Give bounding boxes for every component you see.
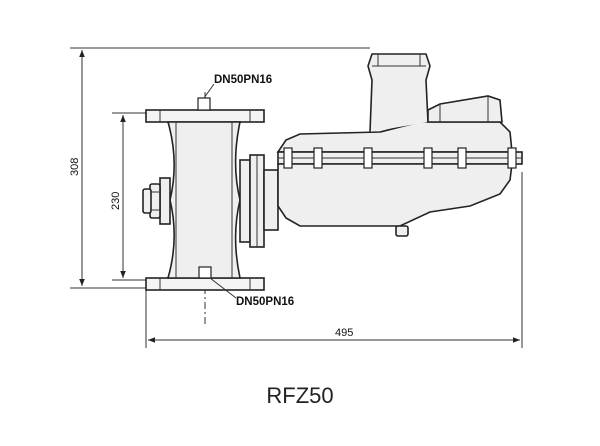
dimension-495-label: 495 (335, 327, 353, 339)
valve-body (145, 109, 265, 291)
actuator-housing (276, 53, 523, 237)
flange-label-bottom: DN50PN16 (236, 296, 294, 308)
dimension-overall-width (145, 172, 523, 348)
dimension-overall-height (70, 47, 370, 289)
dimension-308-label: 308 (69, 158, 81, 176)
flange-tap-bottom (198, 266, 237, 299)
dimension-230-label: 230 (110, 192, 122, 210)
dimension-flange-height (112, 112, 148, 281)
actuator-connector (239, 154, 279, 248)
model-caption: RFZ50 (266, 383, 334, 408)
flange-tap-top (197, 83, 215, 111)
side-plug (142, 177, 171, 225)
flange-label-top: DN50PN16 (214, 74, 272, 86)
clamp-bolts (283, 147, 517, 169)
